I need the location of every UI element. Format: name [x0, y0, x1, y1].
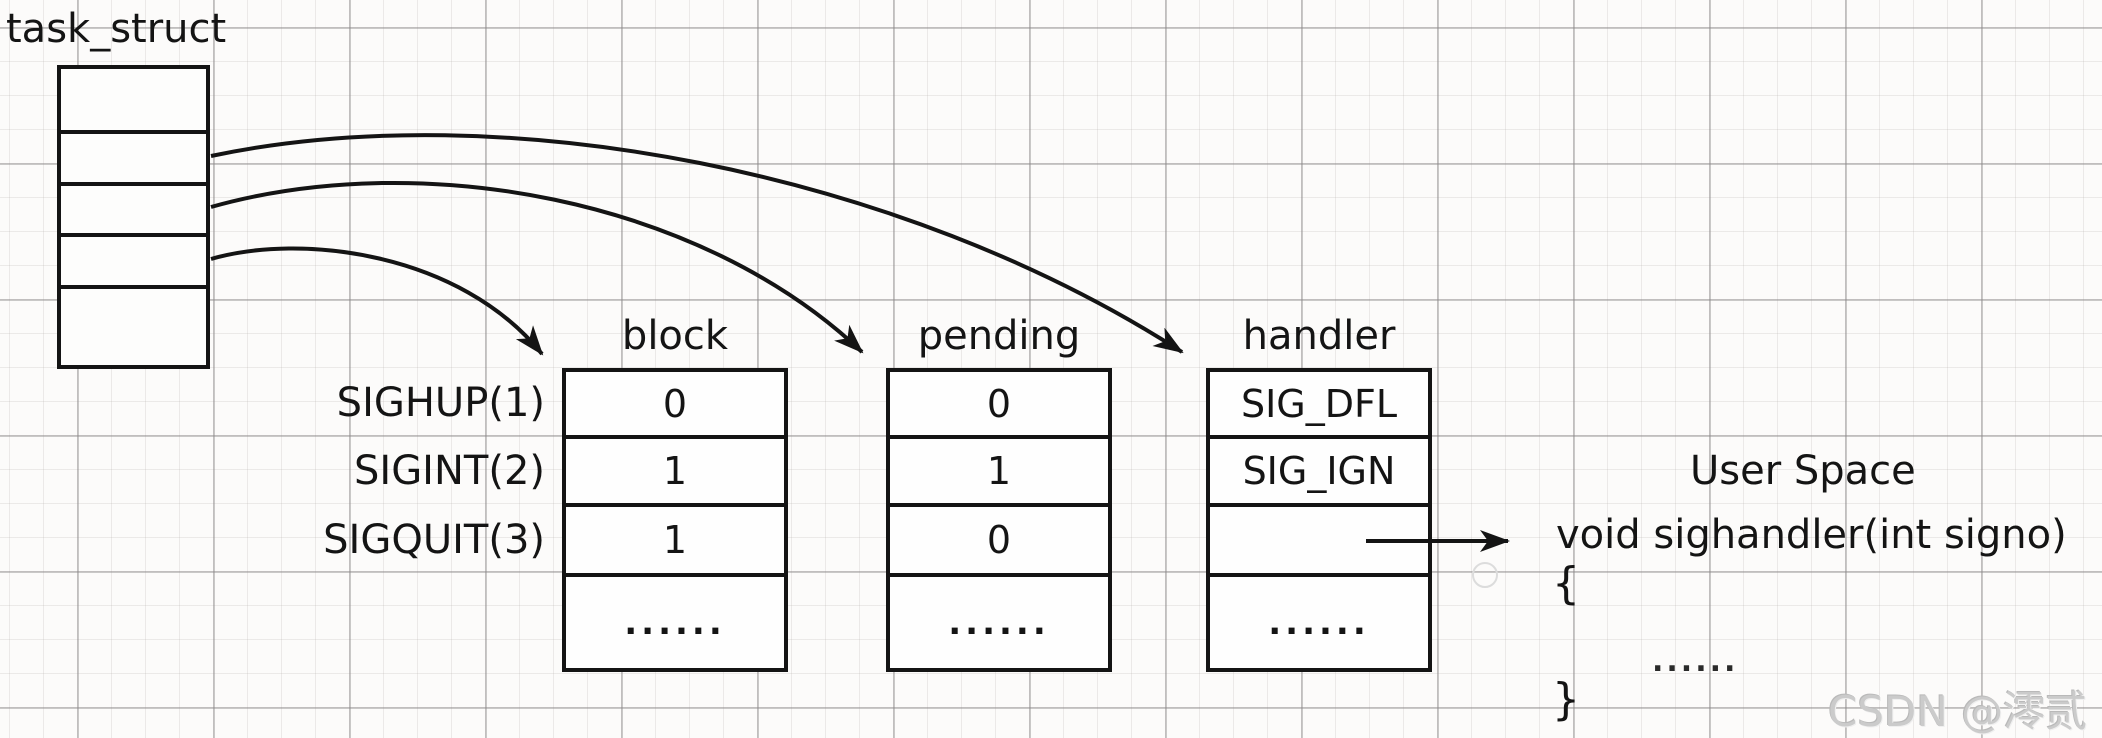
handler-column-title: handler [1242, 313, 1396, 359]
pending-cell-sigquit: 0 [890, 503, 1108, 573]
handler-cell-sigquit [1210, 503, 1428, 573]
arrow-task-to-block-icon [210, 246, 544, 356]
block-cell-sighup: 0 [662, 381, 688, 426]
pending-table: 0 1 0 ...... [886, 368, 1112, 672]
close-brace: } [1552, 674, 1580, 725]
signal-label-sighup: SIGHUP(1) [336, 380, 545, 426]
block-column-title: block [621, 313, 729, 359]
handler-cell-sighup: SIG_DFL [1240, 381, 1398, 426]
ghost-circle [1472, 562, 1498, 588]
task-struct-row [61, 285, 206, 365]
pending-column-title: pending [917, 313, 1081, 359]
pending-cell-ellipsis: ...... [890, 573, 1108, 668]
block-cell-ellipsis: ...... [566, 573, 784, 668]
block-table: 0 1 1 ...... [562, 368, 788, 672]
task-struct-row [61, 130, 206, 182]
sighandler-signature: void sighandler(int signo) [1556, 512, 2067, 558]
block-cell-sigquit: 1 [566, 503, 784, 573]
csdn-watermark: CSDN @澪贰 [1828, 687, 2088, 736]
user-space-ellipsis: ...... [1652, 644, 1739, 679]
signal-label-sigint: SIGINT(2) [354, 448, 545, 494]
signal-label-sigquit: SIGQUIT(3) [323, 517, 545, 563]
task-struct-label: task_struct [6, 6, 227, 52]
task-struct-row [61, 233, 206, 285]
pending-cell-sighup: 0 [986, 381, 1012, 426]
open-brace: { [1552, 558, 1580, 609]
user-space-title: User Space [1690, 448, 1916, 494]
handler-table: SIG_DFL SIG_IGN ...... [1206, 368, 1432, 672]
handler-cell-sigint: SIG_IGN [1210, 435, 1428, 503]
handler-cell-ellipsis: ...... [1210, 573, 1428, 668]
block-cell-sigint: 1 [566, 435, 784, 503]
pending-cell-sigint: 1 [890, 435, 1108, 503]
task-struct-row [61, 182, 206, 233]
task-struct-box [57, 65, 210, 369]
task-struct-row [61, 69, 206, 130]
